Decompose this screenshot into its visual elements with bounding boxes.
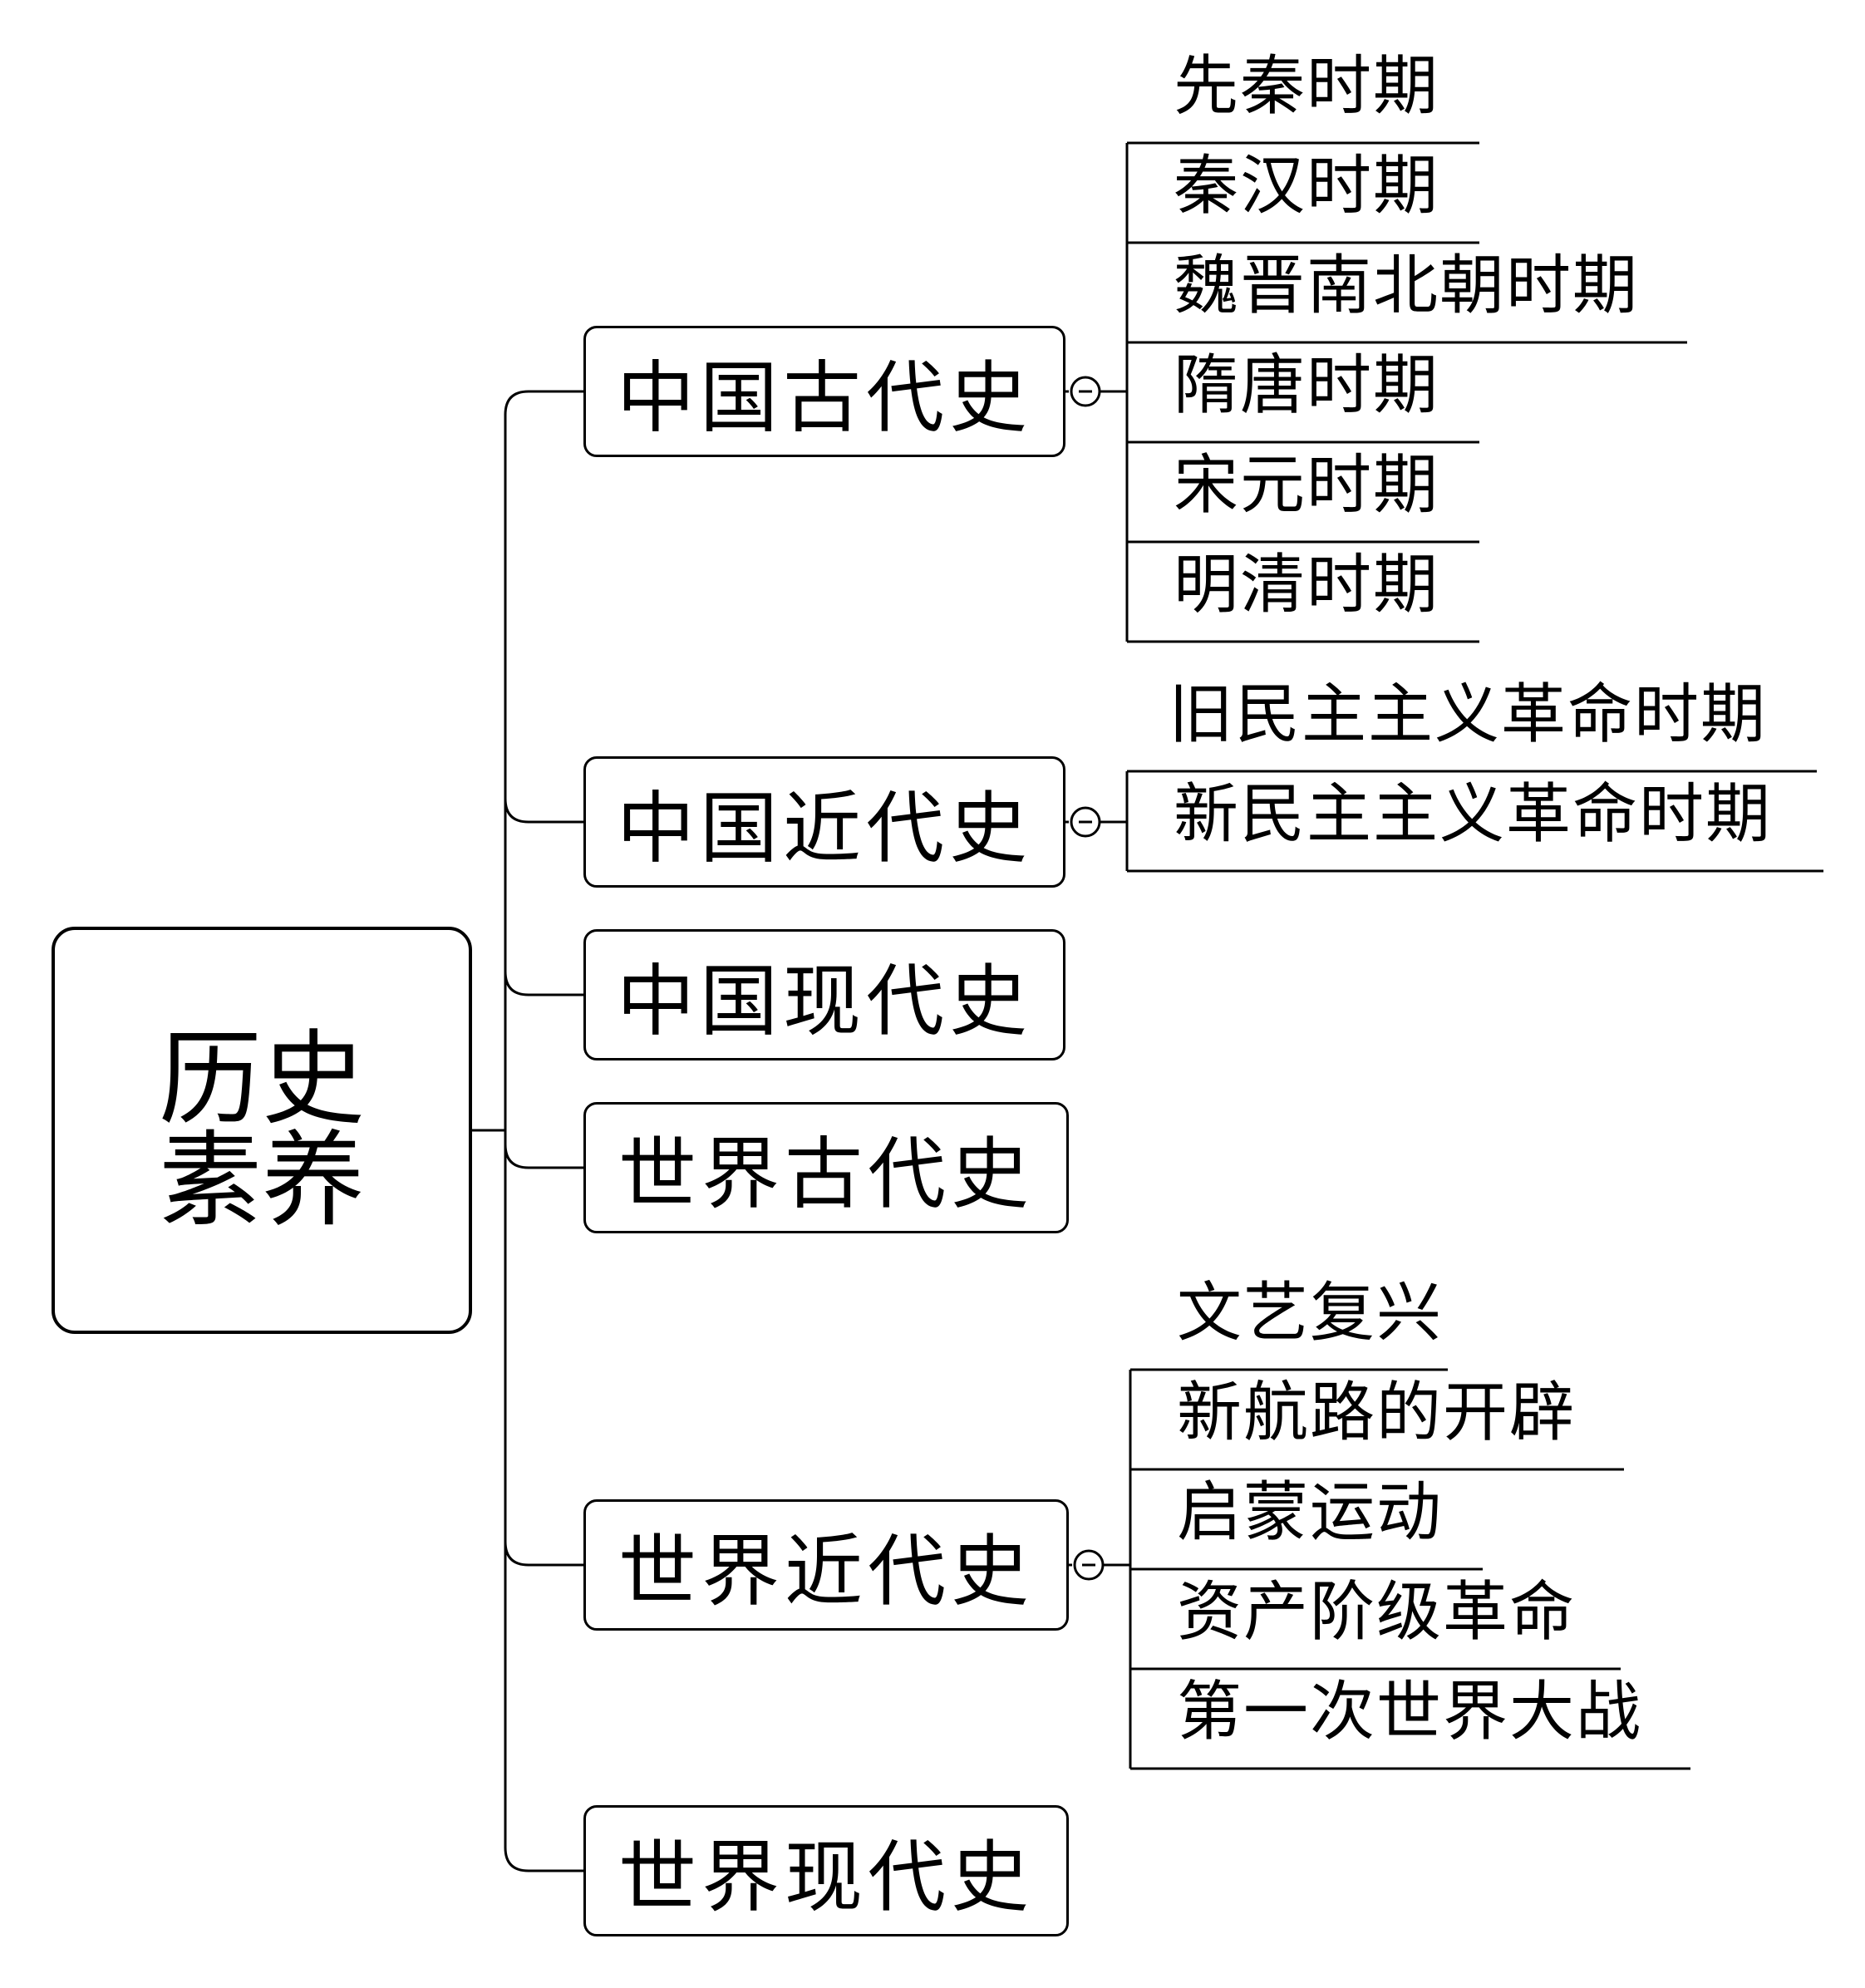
branch-node-world-ancient[interactable]: 世界古代史 [583,1102,1069,1233]
branch-connector [504,798,583,824]
leaf-item[interactable]: 隋唐时期 [1174,348,1440,423]
leaf-item[interactable]: 旧民主主义革命时期 [1169,677,1768,752]
leaf-item[interactable]: 启蒙运动 [1177,1475,1444,1550]
leaf-item[interactable]: 秦汉时期 [1174,149,1440,224]
leaf-item[interactable]: 先秦时期 [1174,49,1440,124]
root-label-line2: 素养 [158,1121,365,1241]
branch-label: 中国现代史 [616,957,1032,1047]
branch-connector [504,971,583,996]
branch-node-chinese-contemporary[interactable]: 中国现代史 [583,929,1065,1060]
branch-label: 世界现代史 [618,1833,1034,1923]
branch-node-chinese-modern[interactable]: 中国近代史 [583,756,1065,888]
root-label-line1: 历史 [158,1020,365,1139]
trunk-connector [504,390,583,1872]
branch-label: 世界古代史 [618,1129,1034,1220]
leaf-item[interactable]: 魏晋南北朝时期 [1174,248,1640,323]
branch-connector [504,1144,583,1169]
branch-connector [504,1541,583,1567]
branch-label: 中国古代史 [616,353,1032,444]
root-node[interactable]: 历史 素养 [52,927,472,1334]
leaf-item[interactable]: 明清时期 [1174,548,1440,622]
branch-node-world-contemporary[interactable]: 世界现代史 [583,1805,1069,1936]
branch-label: 中国近代史 [616,784,1032,874]
leaf-item[interactable]: 资产阶级革命 [1177,1575,1577,1650]
branch-label: 世界近代史 [618,1527,1034,1617]
branch-node-chinese-ancient[interactable]: 中国古代史 [583,326,1065,457]
branch-node-world-modern[interactable]: 世界近代史 [583,1499,1069,1631]
leaf-item[interactable]: 宋元时期 [1174,448,1440,523]
leaf-item[interactable]: 文艺复兴 [1177,1276,1444,1351]
leaf-item[interactable]: 新民主主义革命时期 [1174,777,1773,852]
leaf-item[interactable]: 第一次世界大战 [1177,1675,1643,1749]
leaf-item[interactable]: 新航路的开辟 [1177,1375,1577,1450]
